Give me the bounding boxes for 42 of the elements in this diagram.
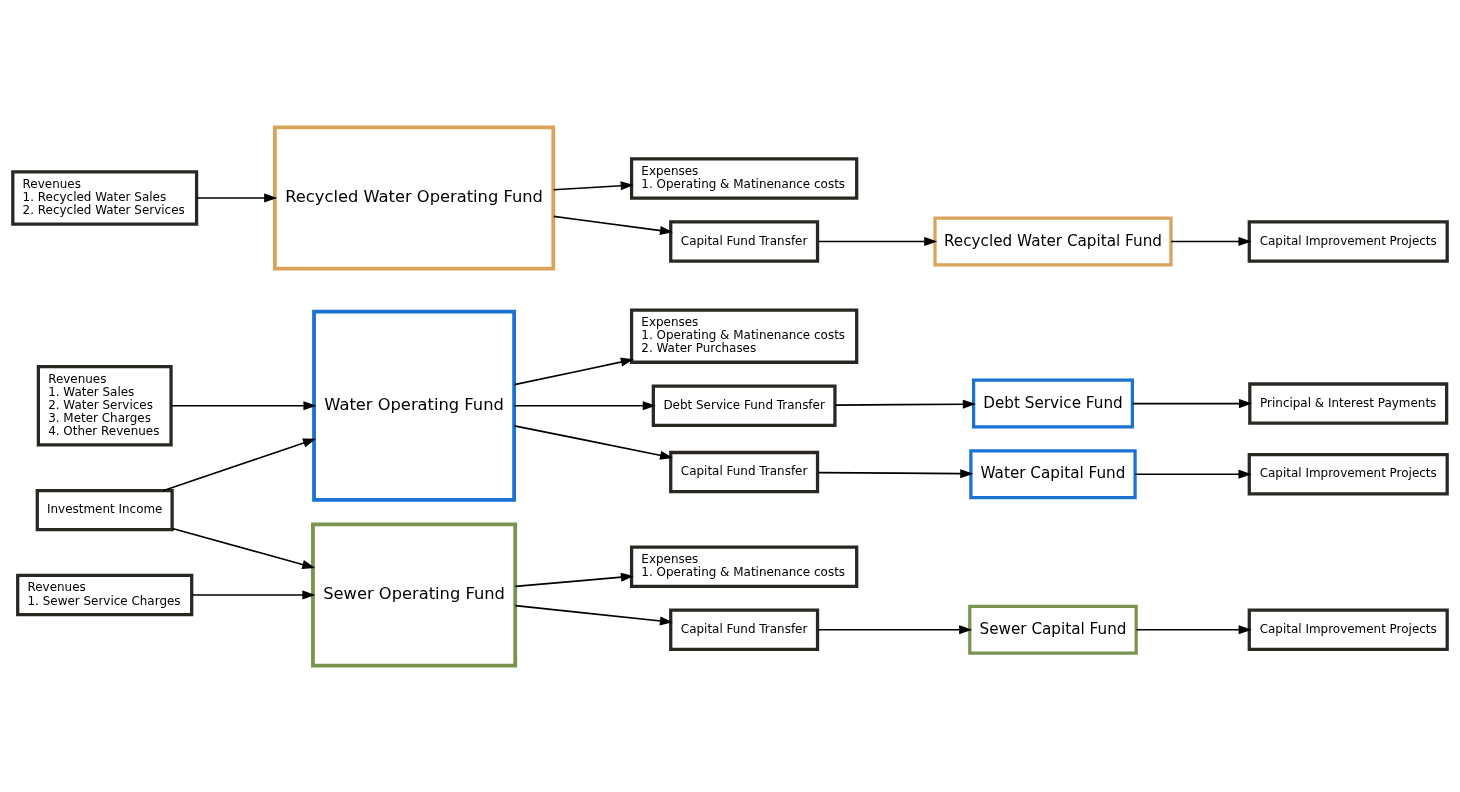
node-box: Capital Improvement Projects [1247,219,1449,263]
node-box: Revenues 1. Recycled Water Sales 2. Recycled Water Services [11,169,199,226]
node-box: Water Operating Fund [312,309,517,502]
arrow [552,180,634,191]
node-box: Revenues 1. Water Sales 2. Water Services 3. Meter Charges 4. Other Revenues [36,364,173,446]
node-box: Capital Fund Transfer [669,608,820,651]
arrow [1134,469,1252,479]
arrow [190,589,316,600]
arrow [1131,398,1252,408]
arrow [171,527,316,569]
arrow [1135,624,1252,634]
arrow [514,572,634,587]
node-box: Expenses 1. Operating & Matinenance costs [629,156,859,200]
arrow [513,357,634,385]
node-box: Recycled Water Capital Fund [933,216,1173,267]
node-box: Principal & Interest Payments [1248,381,1449,425]
arrow [817,624,973,634]
arrow [834,399,976,409]
node-box: Recycled Water Operating Fund [273,124,556,271]
arrow [514,604,673,625]
node-box: Capital Improvement Projects [1247,608,1449,651]
arrow [513,400,656,410]
node-box: Investment Income [35,488,174,531]
node-box: Capital Fund Transfer [669,450,820,493]
arrow [170,400,317,410]
arrow [817,468,974,478]
node-box: Capital Fund Transfer [669,219,820,263]
node-box: Sewer Operating Fund [311,521,518,668]
node-box: Water Capital Fund [969,448,1137,499]
node-box: Expenses 1. Operating & Matinenance costs [629,545,859,588]
arrow [162,438,317,491]
arrow [1170,236,1252,246]
node-box: Sewer Capital Fund [968,604,1138,655]
node-box: Debt Service Fund Transfer [651,384,837,427]
node-box: Debt Service Fund [971,378,1134,429]
arrow [552,215,674,235]
node-box: Expenses 1. Operating & Matinenance costs 2. Water Purchases [629,307,859,364]
arrow [513,424,674,460]
node-box: Capital Improvement Projects [1247,452,1449,495]
node-box: Revenues 1. Sewer Service Charges [16,573,194,616]
arrow [817,236,938,246]
arrow [195,192,278,203]
